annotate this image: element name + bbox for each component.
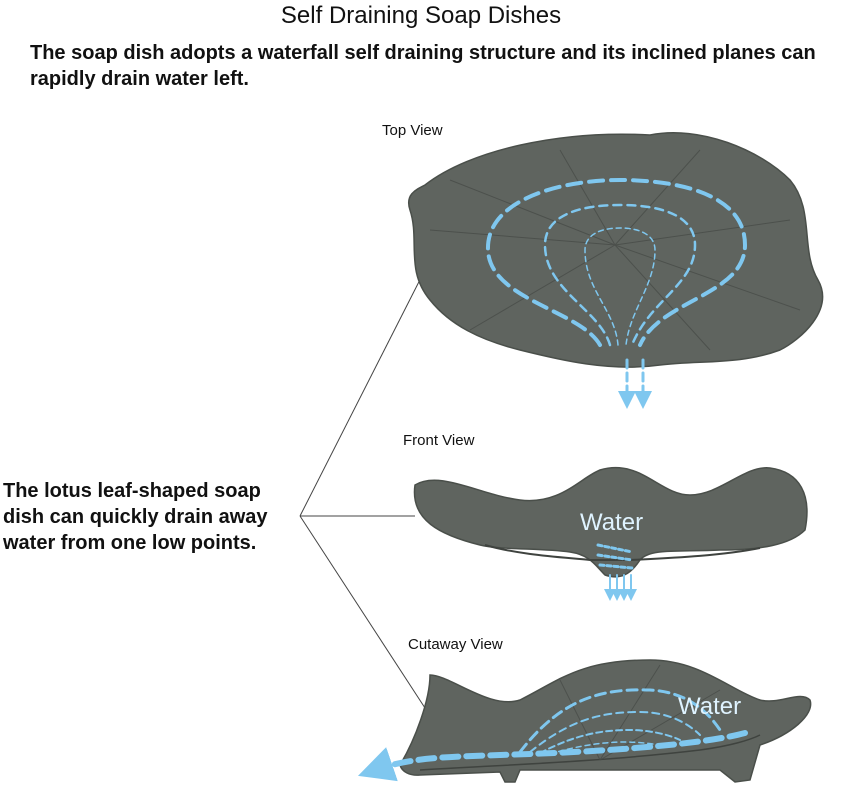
top-view-dish [408,132,824,409]
intro-text: The soap dish adopts a waterfall self dr… [30,42,816,90]
cutaway-water-label: Water [678,693,741,720]
front-view-dish: Water [413,467,808,601]
cutaway-view-label: Cutaway View [408,636,503,653]
front-water-label: Water [580,509,643,536]
leader-lines [299,259,431,709]
page-title: Self Draining Soap Dishes [280,2,562,29]
top-view-label: Top View [382,122,443,139]
front-view-label: Front View [403,432,475,449]
cutaway-view-dish: Water [357,659,812,783]
side-description: The lotus leaf-shaped soap dish can quic… [3,480,268,554]
